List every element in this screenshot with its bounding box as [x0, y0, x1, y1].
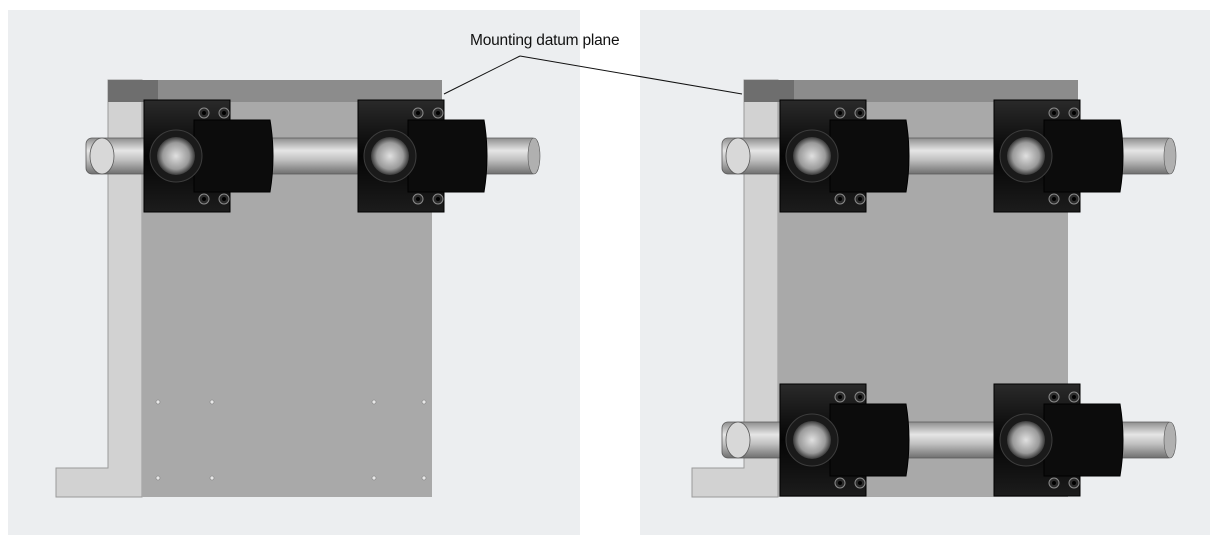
bolt-hole-center — [1072, 395, 1076, 399]
shaft-end-right — [1163, 421, 1177, 459]
double-rail-view — [691, 79, 1177, 498]
bolt-hole-center — [436, 197, 440, 201]
bolt-hole-center — [858, 481, 862, 485]
bolt-hole-center — [1072, 111, 1076, 115]
plate-mount-hole — [371, 475, 377, 481]
bolt-hole-center — [1052, 481, 1056, 485]
plate-mount-hole — [371, 399, 377, 405]
datum-plane-corner — [744, 80, 794, 102]
bolt-hole-center — [222, 111, 226, 115]
bolt-hole-center — [1052, 197, 1056, 201]
bolt-hole-center — [222, 197, 226, 201]
datum-plane-edge — [108, 80, 442, 102]
bolt-hole-center — [838, 481, 842, 485]
bolt-hole-center — [1072, 481, 1076, 485]
plate-mount-hole — [155, 475, 161, 481]
bolt-hole-center — [858, 111, 862, 115]
shaft-end-left — [725, 421, 751, 459]
bolt-hole-center — [1052, 395, 1056, 399]
callout-label: Mounting datum plane — [470, 32, 620, 49]
pillow-block-housing — [829, 403, 910, 477]
bearing-inner-ring — [371, 137, 409, 175]
bearing-inner-ring — [1007, 137, 1045, 175]
plate-mount-hole — [155, 399, 161, 405]
pillow-block-housing — [407, 119, 488, 193]
bolt-hole-center — [416, 197, 420, 201]
plate-mount-hole — [209, 399, 215, 405]
datum-plane-corner — [108, 80, 158, 102]
bolt-hole-center — [858, 197, 862, 201]
plate-mount-hole — [421, 475, 427, 481]
pillow-block-housing — [829, 119, 910, 193]
callout-leader-right — [519, 55, 743, 95]
bolt-hole-center — [838, 111, 842, 115]
bolt-hole-center — [416, 111, 420, 115]
single-rail-view — [55, 79, 541, 498]
bearing-inner-ring — [793, 137, 831, 175]
pillow-block-housing — [1043, 119, 1124, 193]
bolt-hole-center — [202, 111, 206, 115]
bolt-hole-center — [436, 111, 440, 115]
bolt-hole-center — [202, 197, 206, 201]
pillow-block-housing — [193, 119, 274, 193]
bolt-hole-center — [858, 395, 862, 399]
bolt-hole-center — [838, 197, 842, 201]
shaft-end-left — [725, 137, 751, 175]
bearing-inner-ring — [157, 137, 195, 175]
plate-mount-hole — [421, 399, 427, 405]
shaft-end-left — [89, 137, 115, 175]
bolt-hole-center — [1072, 197, 1076, 201]
shaft-end-right — [527, 137, 541, 175]
bolt-hole-center — [1052, 111, 1056, 115]
datum-plane-edge — [744, 80, 1078, 102]
plate-mount-hole — [209, 475, 215, 481]
bearing-inner-ring — [793, 421, 831, 459]
bearing-inner-ring — [1007, 421, 1045, 459]
pillow-block-housing — [1043, 403, 1124, 477]
callout-leader-left — [443, 55, 521, 95]
shaft-end-right — [1163, 137, 1177, 175]
bolt-hole-center — [838, 395, 842, 399]
